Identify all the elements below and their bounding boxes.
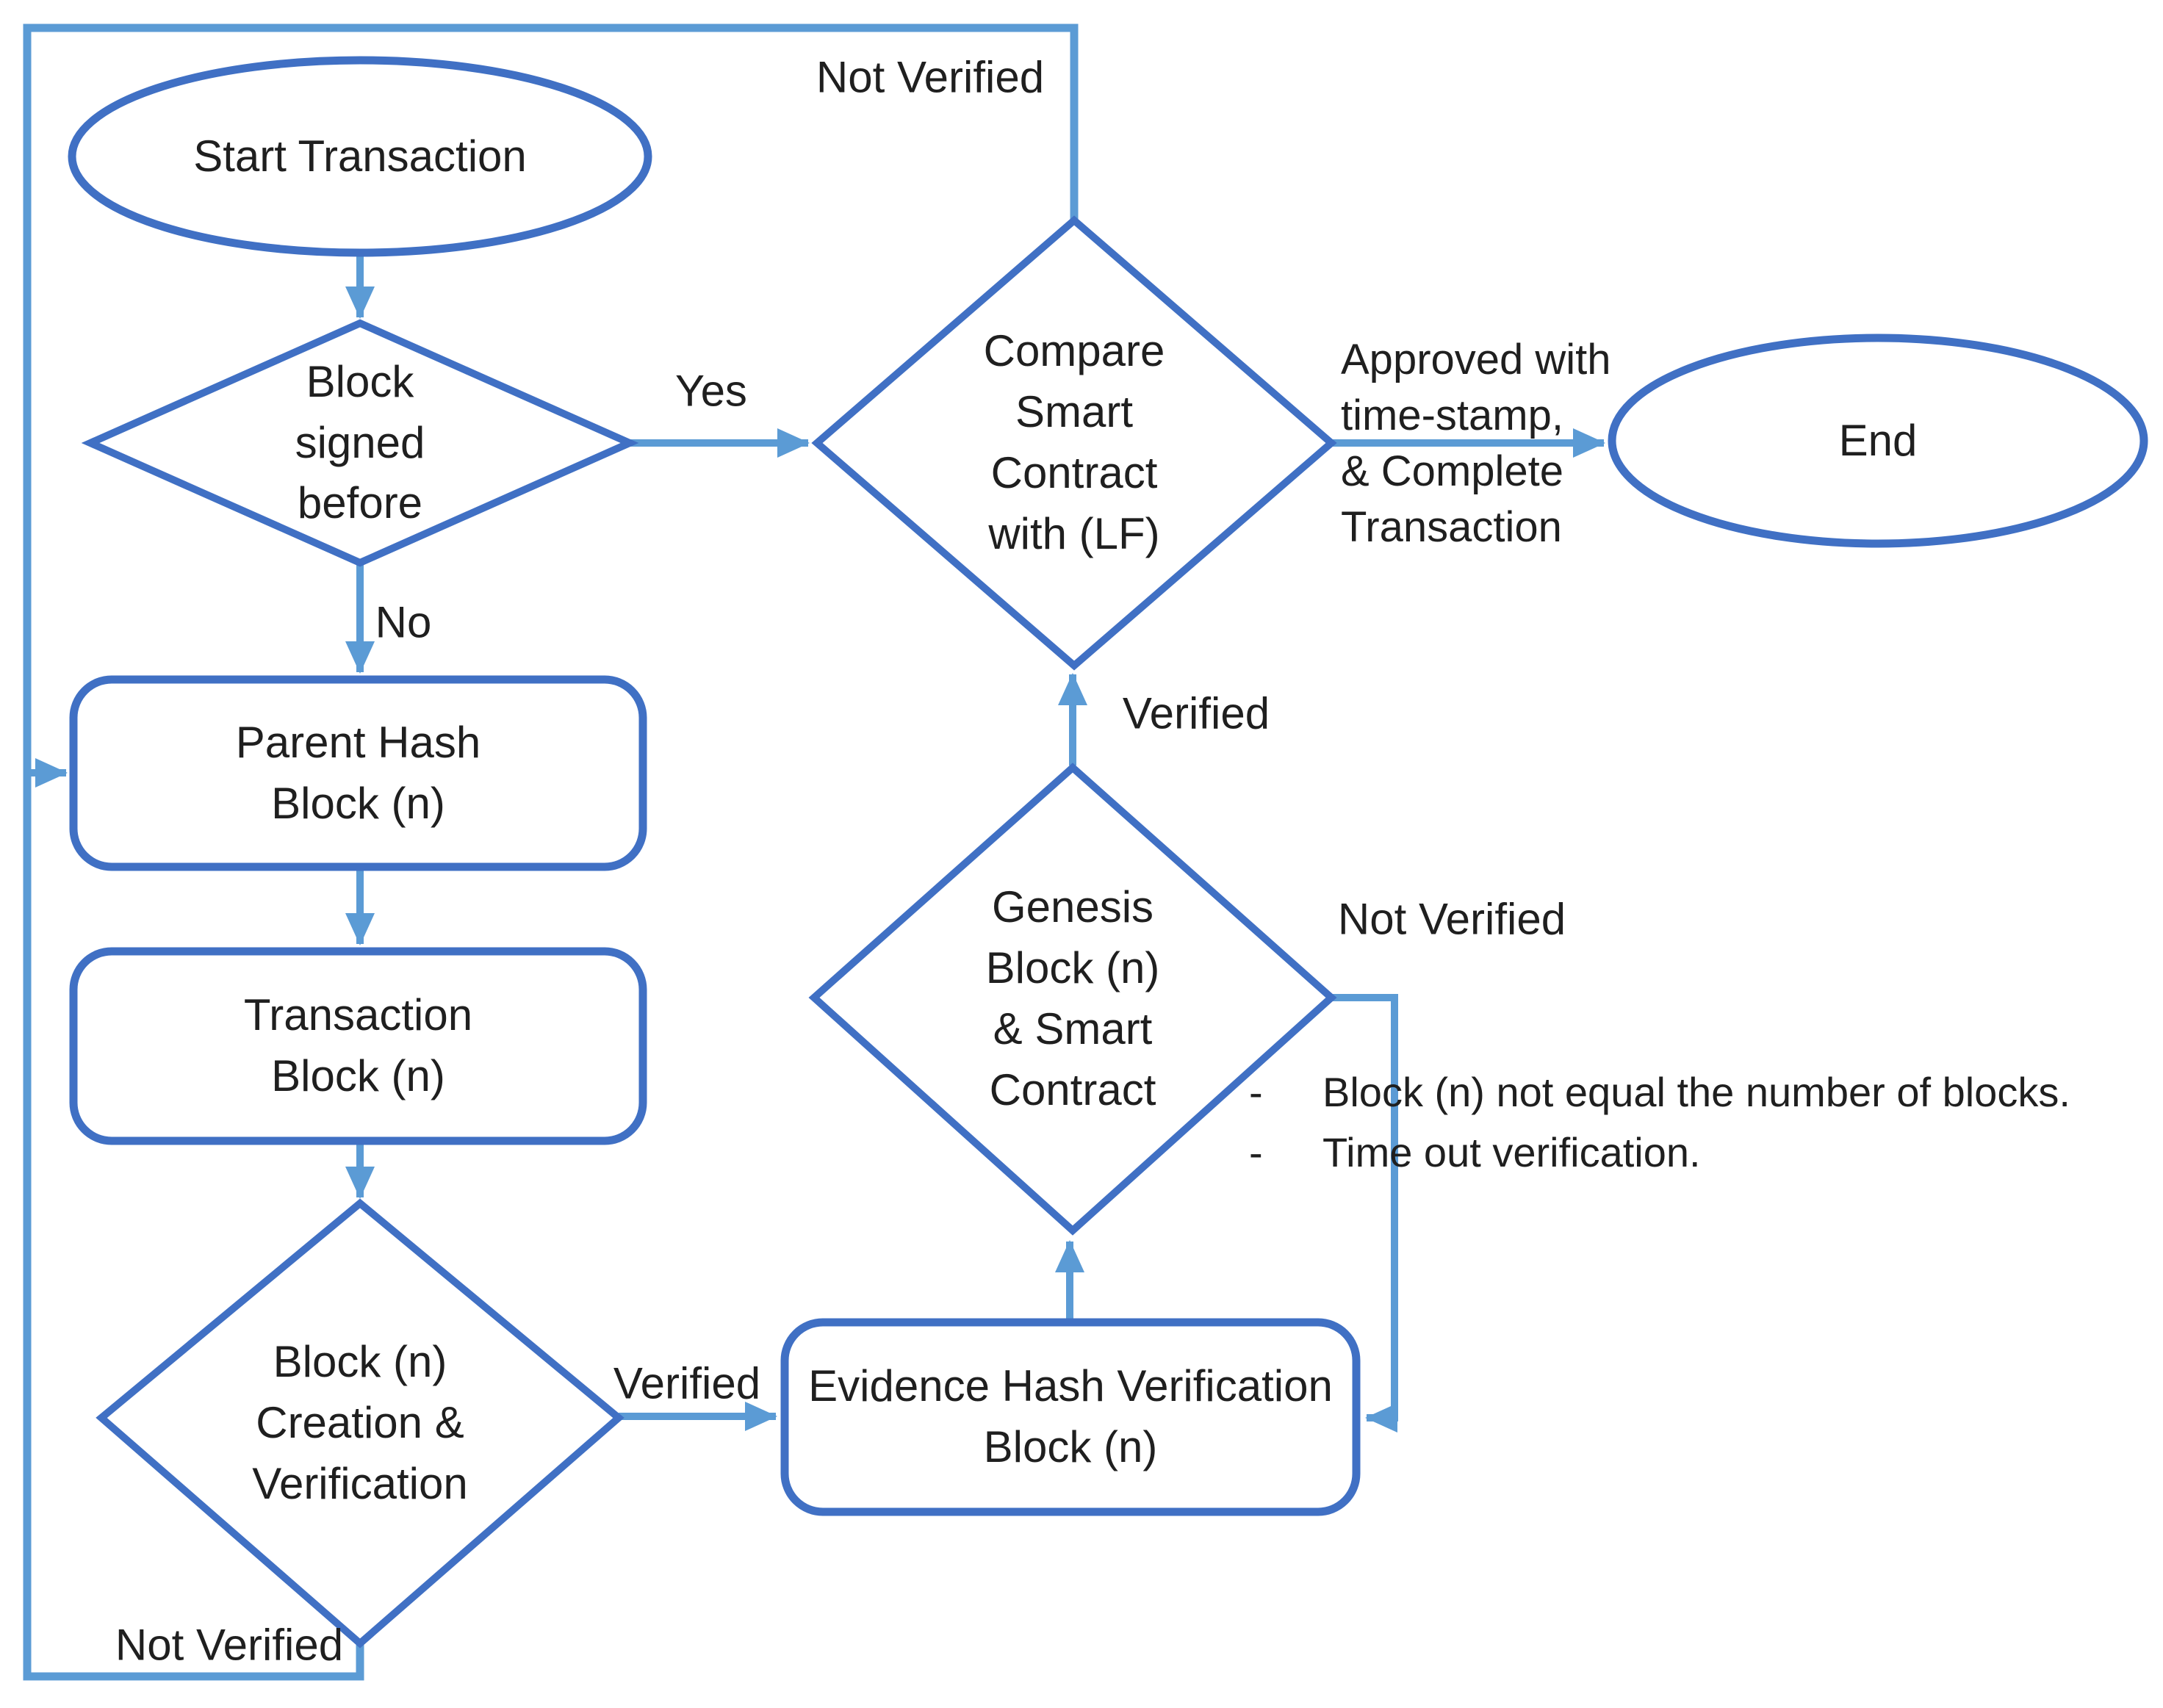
not-verified-feedback-path xyxy=(23,24,1079,1681)
parent-hash-box xyxy=(69,675,647,871)
transaction-block-label: Transaction Block (n) xyxy=(243,990,473,1100)
note-text: Time out verification. xyxy=(1322,1129,1701,1175)
start-ellipse xyxy=(68,56,652,257)
block-signed-before-label: Block signed before xyxy=(295,356,425,528)
edge-label-not-verified-top: Not Verified xyxy=(816,52,1045,102)
bullet-dash: - xyxy=(1249,1129,1263,1175)
compare-smart-contract-diamond xyxy=(811,215,1337,671)
edge-label-verified-genesis: Verified xyxy=(1122,688,1270,738)
compare-smart-contract-label: Compare Smart Contract with (LF) xyxy=(983,326,1165,558)
block-creation-verification-label: Block (n) Creation & Verification xyxy=(252,1337,468,1508)
edge-label-verified-creation: Verified xyxy=(613,1358,761,1408)
approved-annotation: Approved with time-stamp, & Complete Tra… xyxy=(1341,336,1611,551)
parent-hash-label: Parent Hash Block (n) xyxy=(235,717,481,828)
edge-label-yes: Yes xyxy=(675,366,747,416)
evidence-hash-verification-label: Evidence Hash Verification Block (n) xyxy=(808,1361,1333,1471)
block-creation-verification-diamond xyxy=(96,1198,625,1648)
block-signed-before-diamond xyxy=(81,319,639,567)
genesis-block-diamond xyxy=(808,763,1337,1236)
start-node-label: Start Transaction xyxy=(193,131,527,181)
evidence-hash-verification-box xyxy=(780,1318,1361,1516)
genesis-block-label: Genesis Block (n) & Smart Contract xyxy=(985,882,1160,1114)
edge-label-not-verified-bottom: Not Verified xyxy=(115,1620,344,1670)
not-verified-notes: - Block (n) not equal the number of bloc… xyxy=(1249,1062,2070,1183)
edge-label-not-verified-genesis: Not Verified xyxy=(1337,894,1566,944)
note-text: Block (n) not equal the number of blocks… xyxy=(1322,1069,2070,1115)
end-ellipse xyxy=(1608,334,2148,548)
edge-not-verified-genesis-to-evidence xyxy=(1331,994,1398,1433)
transaction-block-box xyxy=(69,947,647,1145)
bullet-dash: - xyxy=(1249,1069,1263,1115)
end-node-label: End xyxy=(1838,415,1918,465)
edge-label-no: No xyxy=(375,597,432,647)
note-row: - Time out verification. xyxy=(1249,1123,2070,1183)
note-row: - Block (n) not equal the number of bloc… xyxy=(1249,1062,2070,1123)
